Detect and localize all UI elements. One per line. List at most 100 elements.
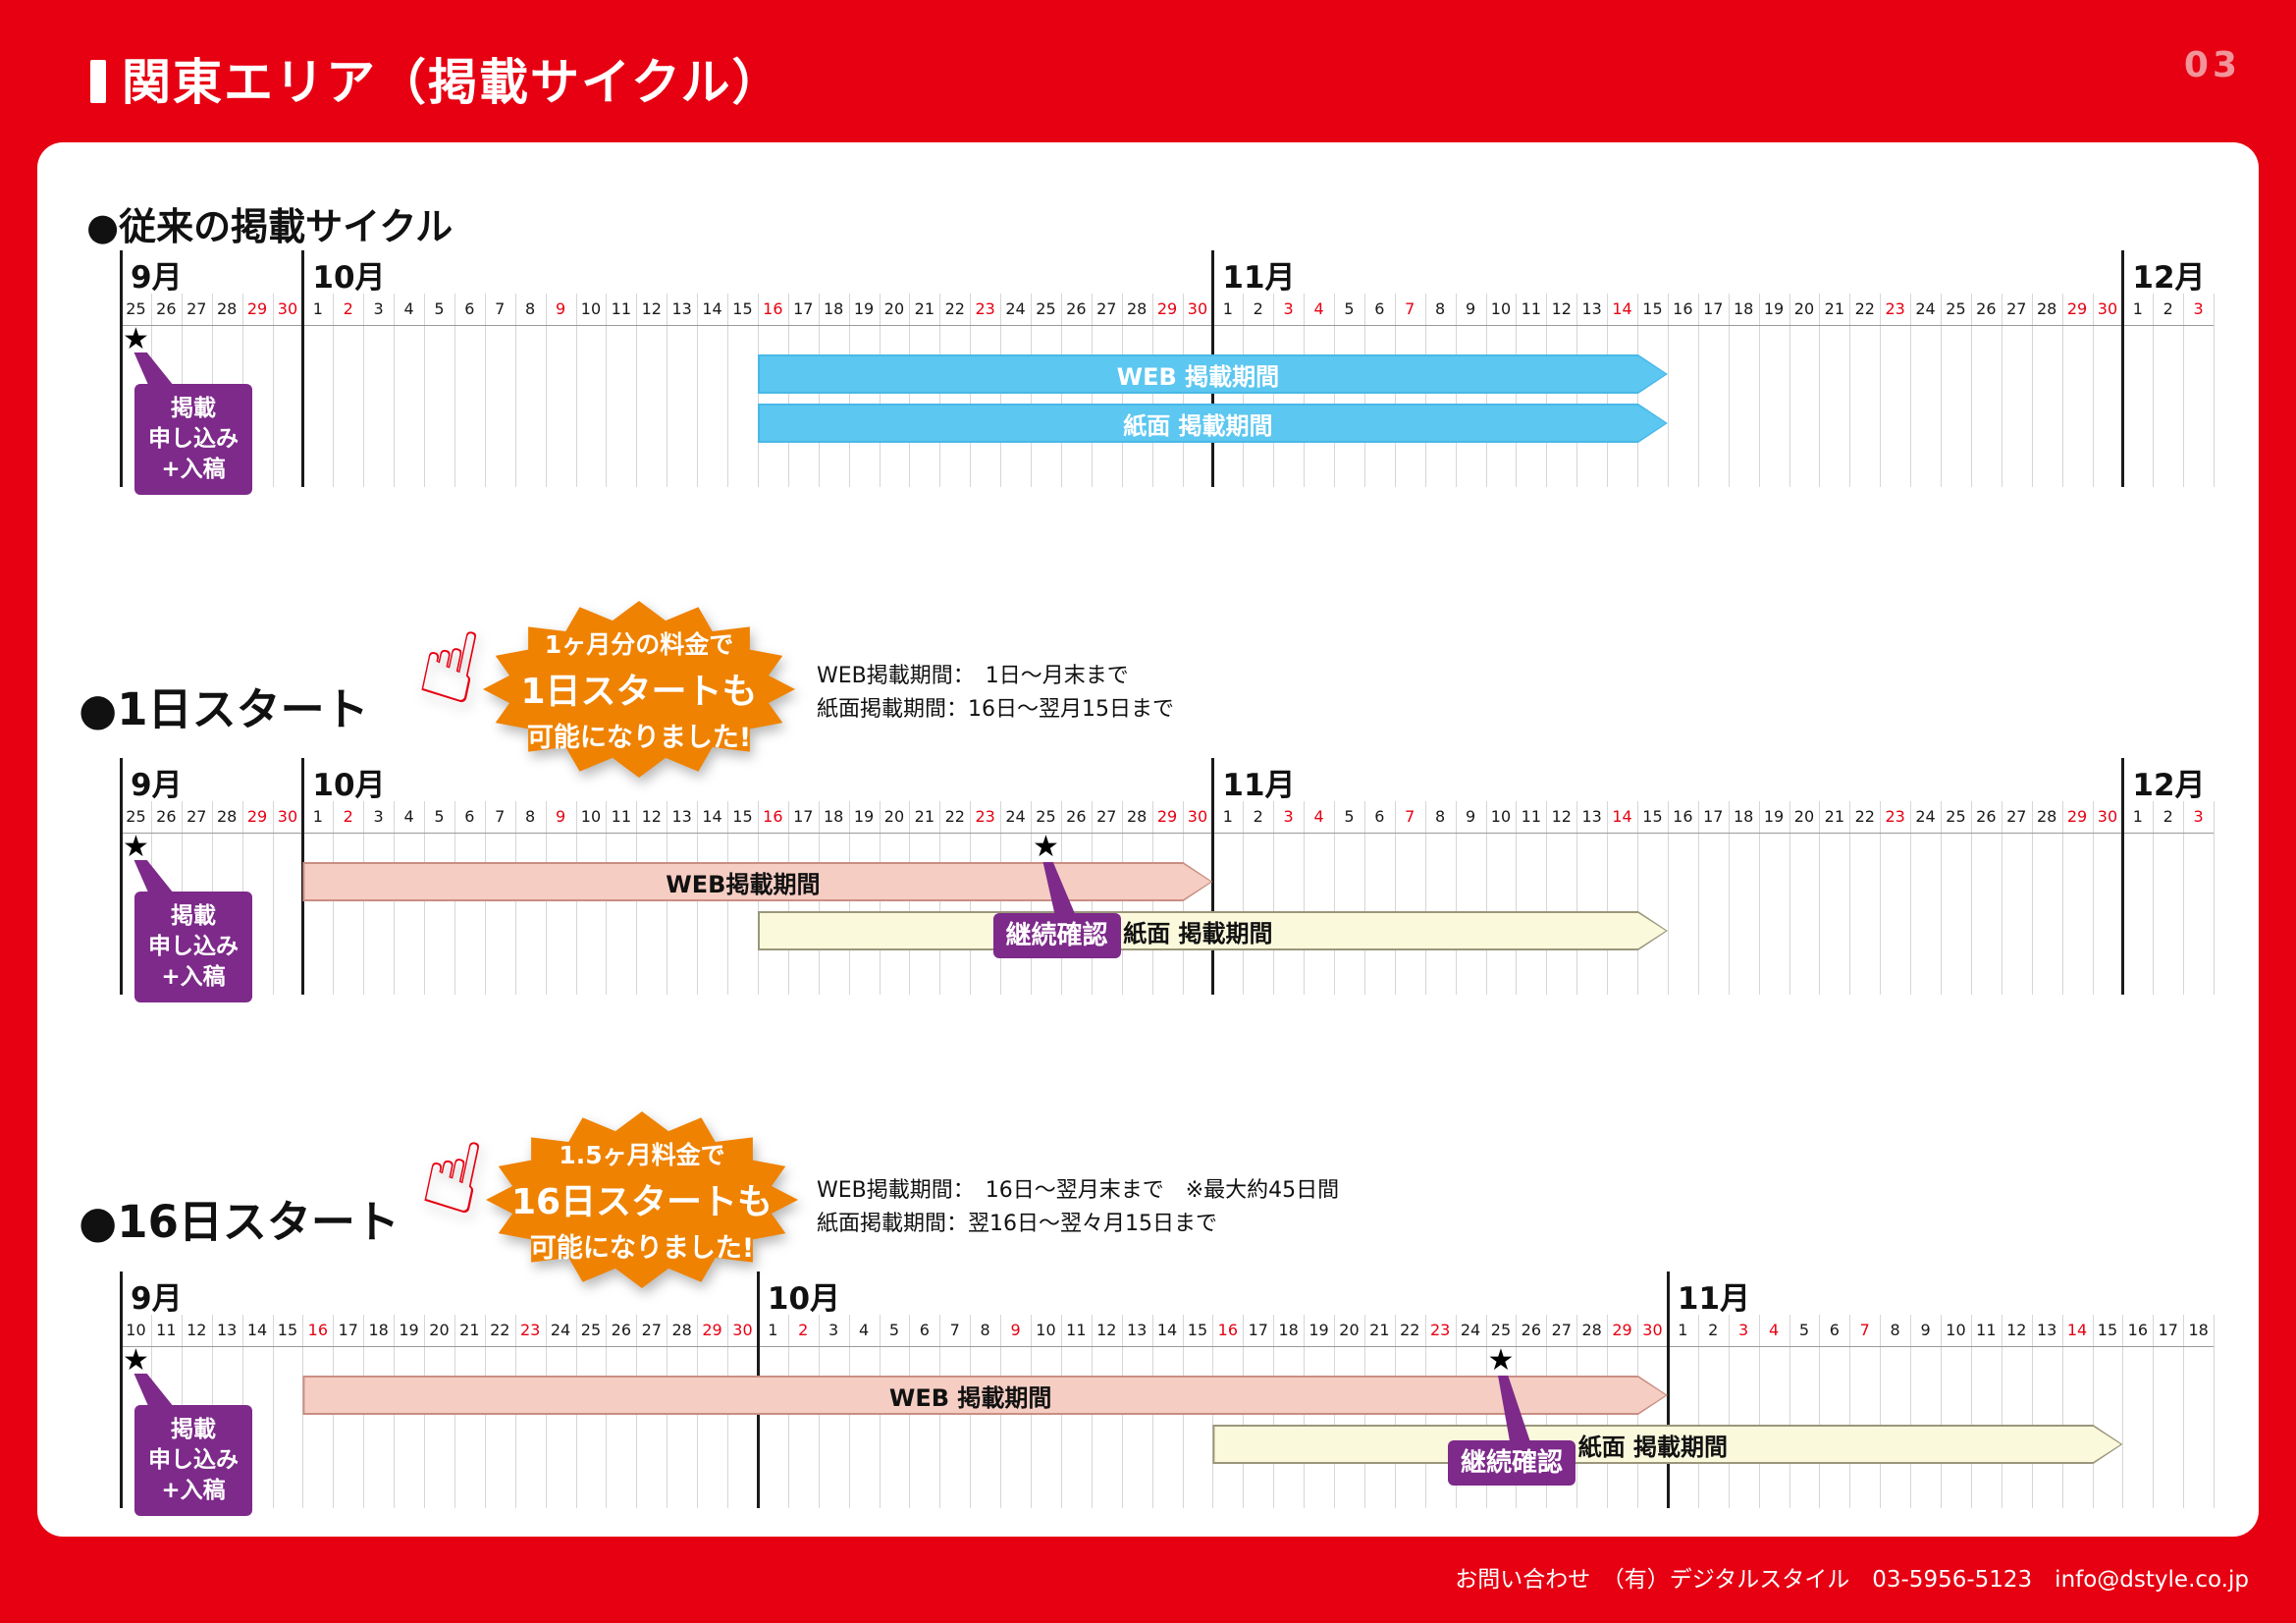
section-heading-day1: ●1日スタート [79,683,369,735]
day-cell: 4 [403,299,414,318]
grid-line [2153,294,2155,487]
grid-line [1941,294,1942,487]
day-cell: 27 [2006,807,2027,826]
month-divider [2121,250,2125,487]
grid-line [1941,801,1942,995]
grid-line [727,294,728,487]
day-cell: 10 [1490,807,1512,826]
grid-line [1728,294,1730,487]
day-cell: 30 [1642,1321,1663,1339]
day-cell: 7 [949,1321,960,1339]
day-cell: 22 [1854,807,1875,826]
day-cell: 1 [312,299,323,318]
day-cell: 19 [853,299,875,318]
grid-line [2061,801,2063,995]
day-cell: 23 [1885,807,1905,826]
day-cell: 8 [1435,807,1446,826]
day-cell: 24 [1460,1321,1481,1339]
grid-line [1819,801,1821,995]
grid-line [697,294,699,487]
day-cell: 12 [1096,1321,1117,1339]
grid-line [1728,1315,1730,1508]
day-cell: 3 [1283,299,1294,318]
note-web: WEB掲載期間： 16日〜翌月末まで ※最大約45日間 [817,1178,1340,1203]
day-cell: 19 [399,1321,419,1339]
month-label: 11月 [1222,768,1296,803]
day-cell: 27 [641,1321,662,1339]
page-number: 03 [2183,45,2241,85]
grid-line [1667,801,1669,995]
callout-tail [133,1374,174,1407]
day-cell: 9 [1465,299,1476,318]
day-cell: 21 [1369,1321,1390,1339]
month-divider [120,758,123,995]
grid-line [514,294,516,487]
grid-line [1910,294,1912,487]
month-label: 11月 [1222,260,1296,296]
apply-callout: 掲載申し込み+入稿 [134,1405,252,1517]
burst-line2: 1日スタートも [520,671,758,712]
day-cell: 5 [1344,807,1355,826]
grid-line [1607,801,1609,995]
day-cell: 14 [702,299,722,318]
arrow-fill [760,356,1666,392]
arrow-label: WEB 掲載期間 [1116,362,1280,391]
star-marker: ★ [122,322,149,356]
grid-line [606,294,608,487]
grid-line [1424,801,1426,995]
grid-line [1789,1315,1790,1508]
grid-line [1819,294,1821,487]
grid-line [1758,801,1760,995]
day-cell: 20 [1339,1321,1360,1339]
day-cell: 1 [1222,299,1233,318]
grid-line [2214,801,2216,995]
starburst-icon [486,1111,798,1288]
footer-contact: お問い合わせ （有）デジタルスタイル 03-5956-5123 info@dst… [1455,1567,2249,1593]
month-divider [1211,758,1215,995]
grid-line [2183,801,2185,995]
day-cell: 27 [1551,1321,1572,1339]
burst-line2: 16日スタートも [510,1181,774,1222]
day-cell: 26 [1066,299,1087,318]
day-cell: 18 [368,1321,389,1339]
grid-line [1910,801,1912,995]
grid-line [1789,294,1790,487]
grid-line [333,294,335,487]
grid-line [1334,801,1335,995]
grid-line [394,294,396,487]
apply-callout: 掲載申し込み+入稿 [134,384,252,496]
day-cell: 6 [1374,807,1385,826]
grid-line [1758,294,1760,487]
day-cell: 14 [2066,1321,2088,1339]
day-cell: 13 [1581,299,1602,318]
grid-line [1880,294,1882,487]
grid-line [1697,294,1699,487]
day-cell: 29 [702,1321,722,1339]
day-cell: 25 [1946,299,1966,318]
day-cell: 19 [1763,299,1785,318]
day-cell: 10 [580,299,602,318]
day-cell: 25 [1036,807,1056,826]
day-cell: 4 [403,807,414,826]
day-cell: 16 [2127,1321,2149,1339]
day-cell: 11 [611,299,632,318]
arrow-fill [760,406,1666,441]
day-cell: 16 [763,299,783,318]
page-title: 関東エリア（掲載サイクル） [90,43,783,114]
day-cell: 23 [519,1321,541,1339]
day-cell: 2 [343,299,353,318]
day-cell: 6 [464,807,475,826]
day-cell: 18 [823,299,844,318]
day-cell: 28 [671,1321,692,1339]
burst-line3: 可能になりました! [526,722,752,753]
grid-line [2183,294,2185,487]
day-cell: 5 [434,299,445,318]
day-cell: 19 [1308,1321,1329,1339]
day-cell: 26 [156,299,177,318]
grid-line [1546,801,1548,995]
section-heading-day16: ●16日スタート [79,1196,400,1248]
grid-line [363,294,365,487]
note-paper: 紙面掲載期間：16日〜翌月15日まで [817,697,1174,723]
grid-line [2214,294,2216,487]
note-paper: 紙面掲載期間：翌16日〜翌々月15日まで [817,1212,1217,1237]
